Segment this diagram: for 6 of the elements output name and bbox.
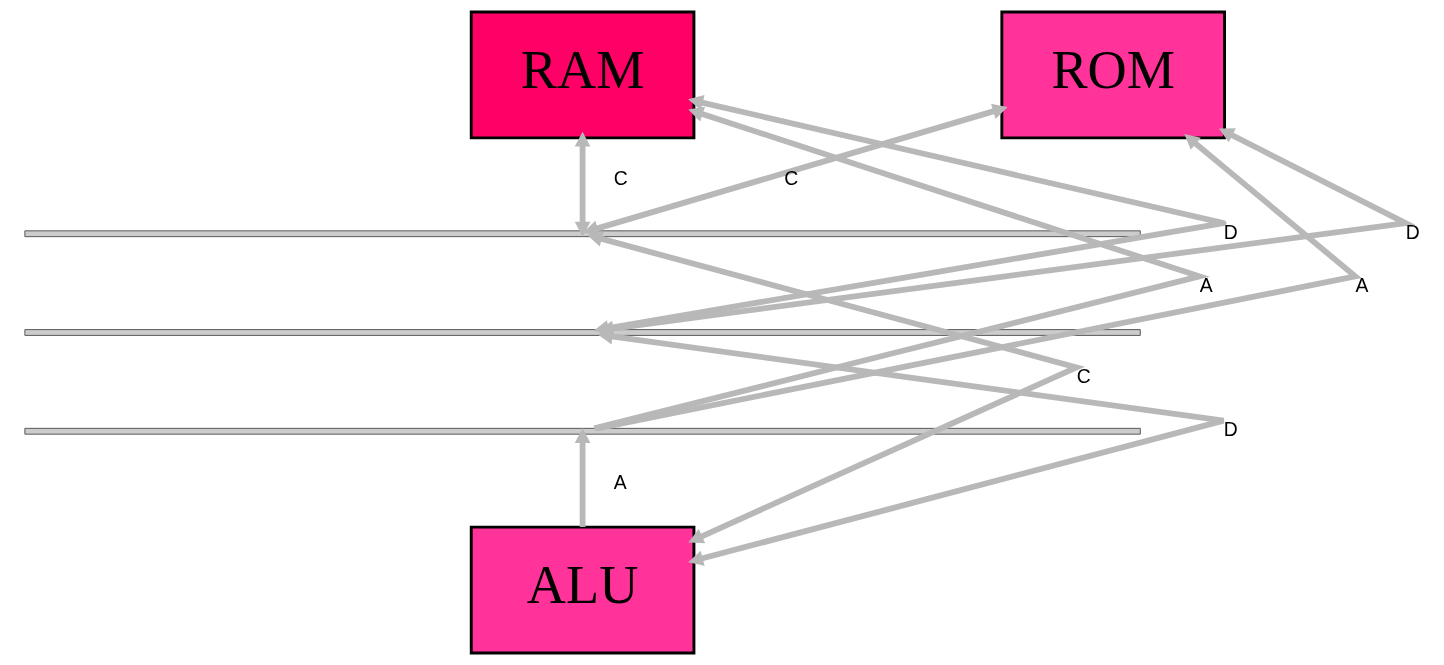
edge-label: D (1223, 418, 1238, 441)
edge-label: D (1405, 220, 1420, 243)
edge-label: D (1223, 220, 1238, 243)
edge-label: A (1199, 273, 1213, 296)
edge-label: A (1355, 273, 1368, 296)
edge-label: A (613, 471, 627, 494)
